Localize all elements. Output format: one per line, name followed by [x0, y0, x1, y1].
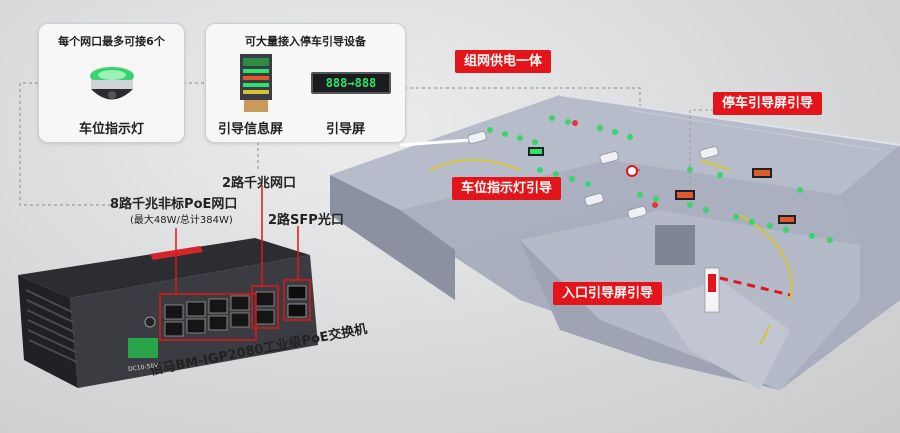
ground-screw [144, 316, 156, 328]
power-terminal [128, 338, 158, 358]
label-entrance-screen: 入口引导屏引导 [553, 282, 663, 305]
car-icon [467, 131, 719, 219]
lot-ramp [520, 240, 780, 390]
label-parking-screen: 停车引导屏引导 [713, 92, 823, 115]
poe-power-label: (最大48W/总计384W) [130, 215, 233, 226]
card-title: 可大量接入停车引导设备 [245, 35, 366, 48]
poe-ports-label: 8路千兆非标PoE网口 [110, 197, 238, 212]
card-item-label: 引导信息屏 [218, 122, 284, 137]
info-screen-icon [240, 54, 272, 112]
switch-device [18, 238, 318, 388]
dome-light-icon [90, 67, 134, 100]
connector-line [19, 82, 118, 206]
card-indicator-light: 每个网口最多可接6个 车位指示灯 [38, 23, 185, 143]
screen-text: 888→888 [325, 76, 377, 90]
label-space-light: 车位指示灯引导 [452, 177, 562, 200]
card-item-label: 车位指示灯 [78, 122, 144, 137]
card-title: 每个网口最多可接6个 [58, 35, 165, 48]
lot-entrance [655, 280, 790, 390]
sfp-port-group [287, 285, 307, 318]
sfp-ports-label: 2路SFP光口 [268, 213, 344, 228]
parking-lot-scene [330, 94, 900, 390]
entrance-barrier [655, 225, 791, 313]
card-item-label: 引导屏 [326, 122, 366, 137]
card-guidance-devices: 可大量接入停车引导设备 888→888 引导信息屏 引导屏 [205, 23, 406, 143]
indicator-light-row [487, 115, 833, 243]
guide-screen-icon [528, 147, 796, 224]
guide-screen-display: 888→888 [311, 72, 391, 94]
label-network-power: 组网供电一体 [455, 50, 552, 73]
lot-mid-floor [400, 160, 860, 250]
highlight-dot [626, 165, 638, 177]
lot-side-wall [330, 175, 455, 300]
gig-ports-label: 2路千兆网口 [222, 176, 297, 191]
